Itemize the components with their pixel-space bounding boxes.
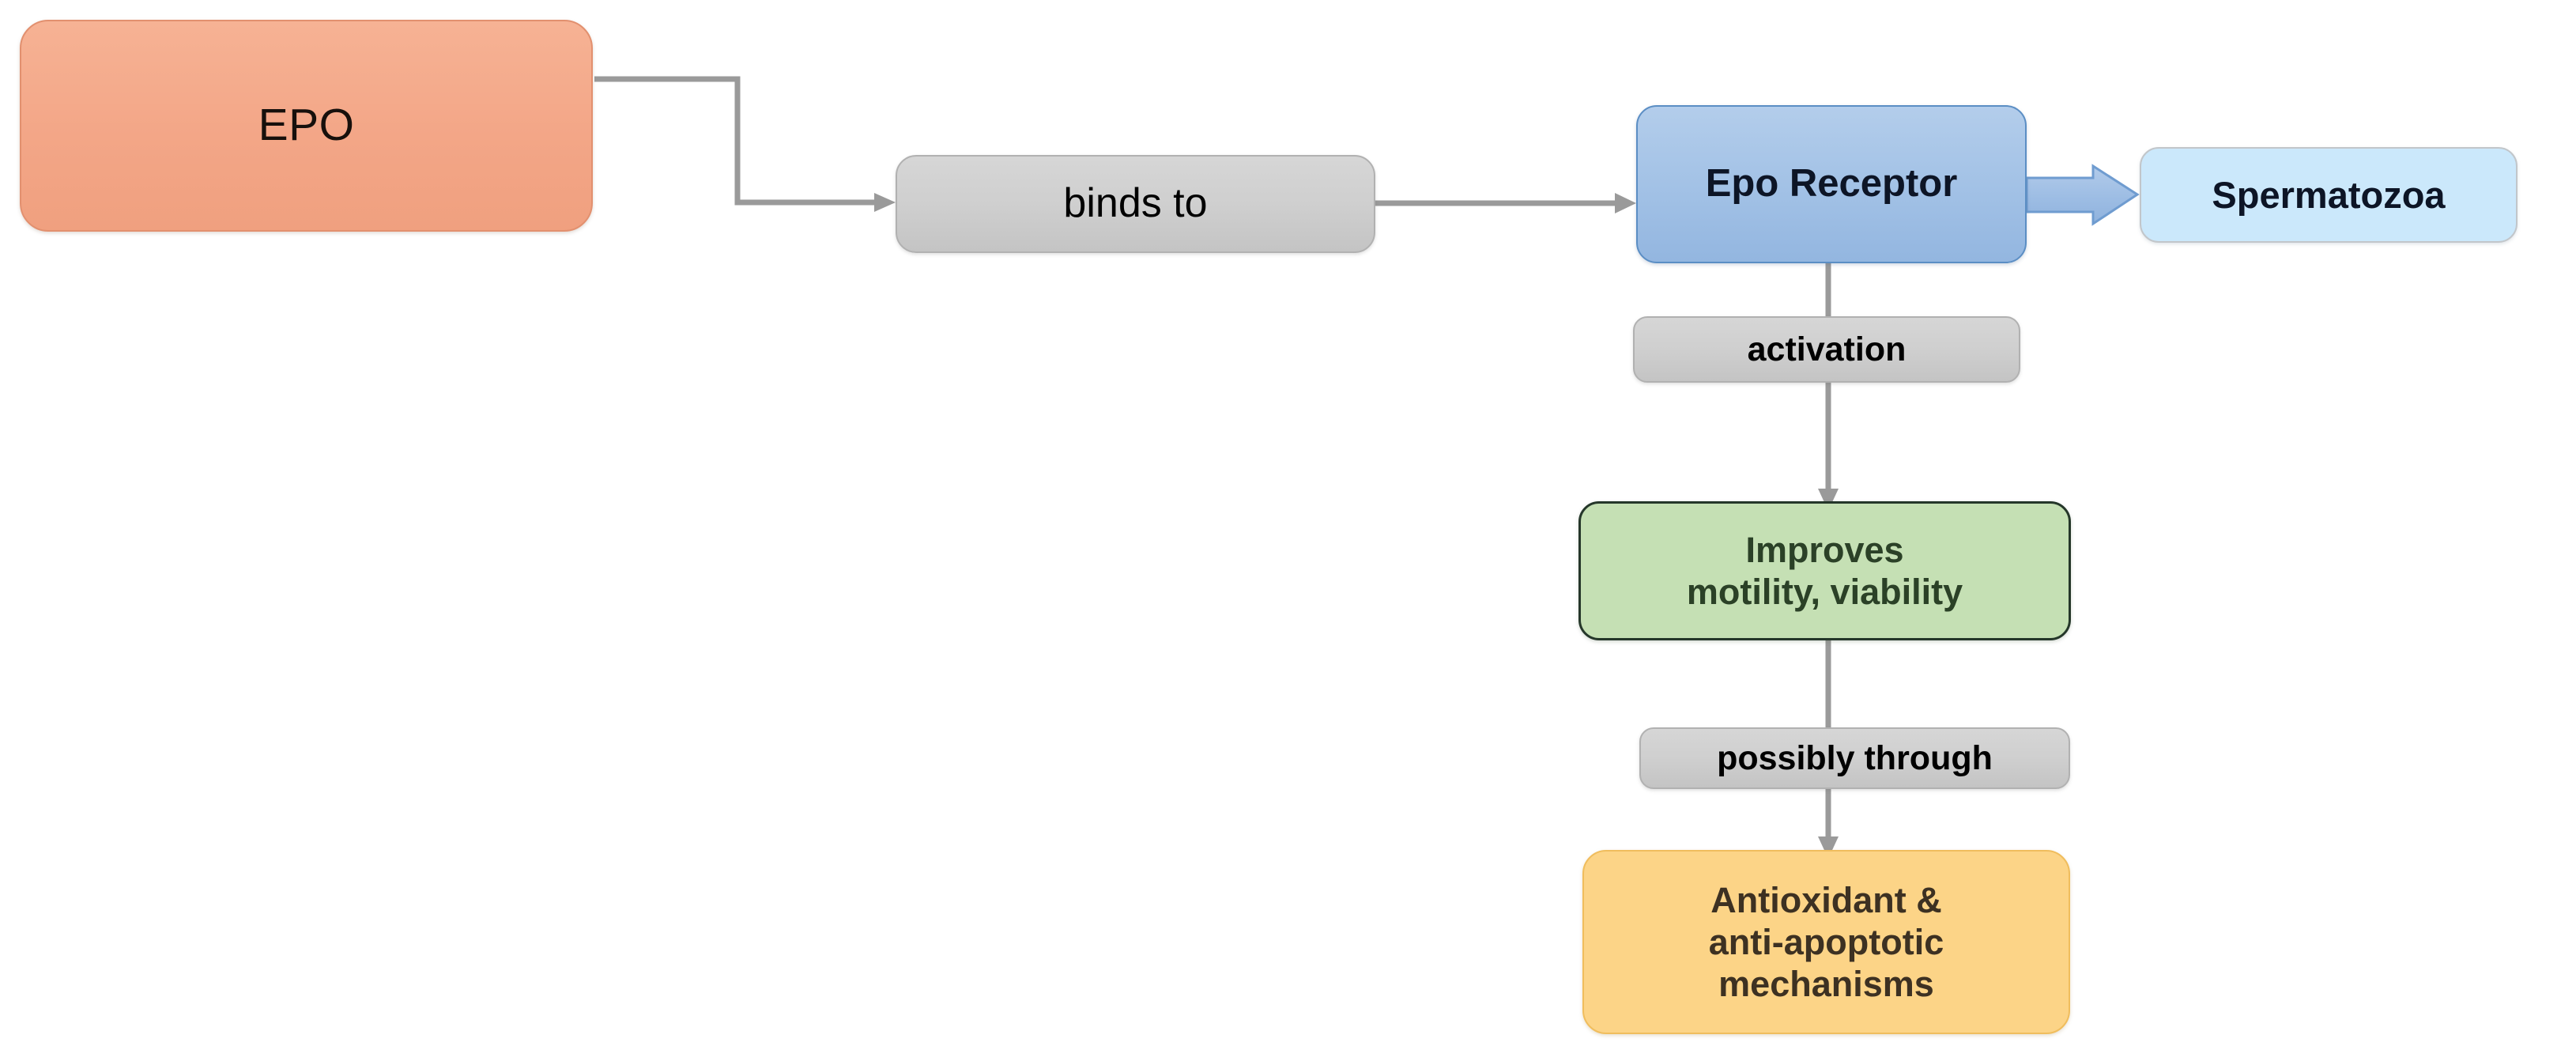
node-epo-receptor[interactable]: Epo Receptor	[1636, 105, 2027, 263]
node-antioxidant-anti-apoptotic-mechanisms[interactable]: Antioxidant & anti-apoptotic mechanisms	[1582, 850, 2070, 1034]
edge-label-activation[interactable]: activation	[1633, 316, 2020, 383]
node-spermatozoa[interactable]: Spermatozoa	[2140, 147, 2518, 243]
node-improves-motility-viability[interactable]: Improves motility, viability	[1578, 501, 2071, 640]
edge-epo-to-binds-to	[594, 76, 896, 212]
edge-label-possibly-through[interactable]: possibly through	[1639, 727, 2070, 789]
edge-binds-to-to-receptor	[1375, 193, 1636, 213]
edge-receptor-to-improves	[1818, 263, 1839, 511]
edge-label-binds-to[interactable]: binds to	[896, 155, 1375, 253]
edge-receptor-to-spermatozoa	[2025, 164, 2140, 226]
node-epo[interactable]: EPO	[20, 20, 593, 232]
